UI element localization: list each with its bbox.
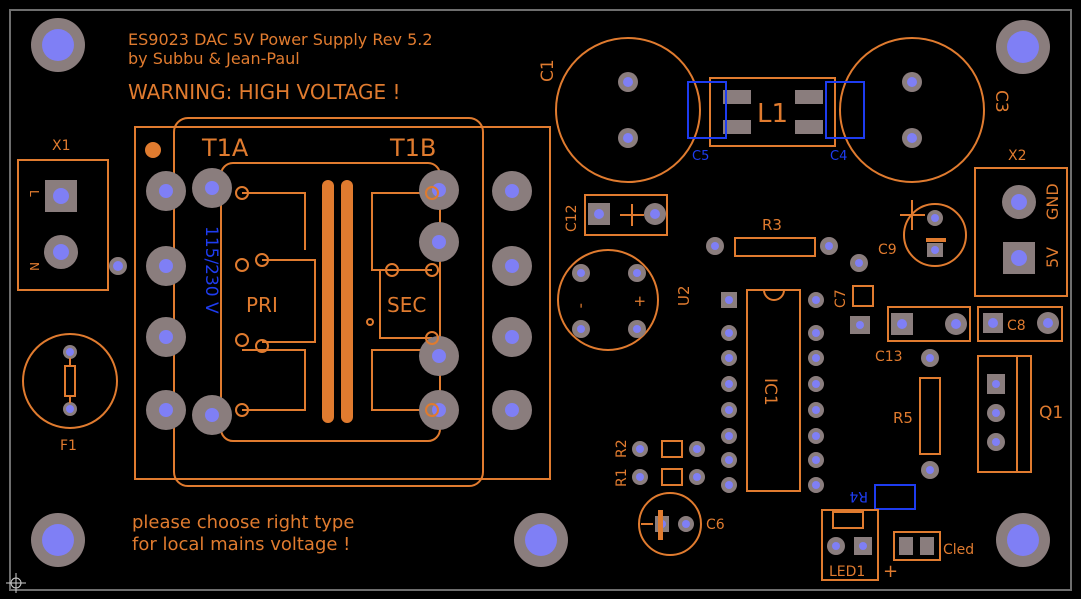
r2-label: R2 — [614, 439, 630, 458]
board-title-line2: by Subbu & Jean-Paul — [128, 49, 300, 68]
f1-label: F1 — [60, 438, 77, 454]
x2-5v-label: 5V — [1043, 247, 1062, 268]
board-title-line1: ES9023 DAC 5V Power Supply Rev 5.2 — [128, 30, 433, 49]
c1-capacitor — [555, 37, 701, 183]
u2-bridge — [557, 249, 659, 351]
x1-l-label: L — [27, 190, 41, 197]
c12-capacitor — [584, 194, 668, 236]
u2-label: U2 — [675, 285, 693, 306]
c12-label: C12 — [564, 204, 580, 232]
c7-capacitor — [850, 254, 874, 334]
t1b-label: T1B — [389, 134, 436, 162]
r5-label: R5 — [893, 409, 913, 427]
high-voltage-warning: WARNING: HIGH VOLTAGE ! — [128, 80, 400, 104]
led1 — [821, 509, 879, 581]
c9-capacitor — [900, 200, 967, 267]
pin1-dot — [145, 142, 161, 158]
c13-label: C13 — [875, 349, 903, 365]
mounting-holes — [31, 18, 1050, 567]
c8-label: C8 — [1007, 318, 1026, 334]
r3-resistor — [706, 237, 838, 257]
l1-label: L1 — [757, 99, 788, 129]
c8-capacitor — [977, 306, 1063, 342]
board-outline — [9, 9, 1072, 591]
r4-resistor — [874, 484, 916, 510]
origin-marker — [6, 573, 26, 593]
led1-plus-label: + — [883, 561, 898, 582]
c9-label: C9 — [878, 242, 897, 258]
c5-label: C5 — [692, 149, 709, 164]
led1-label: LED1 — [829, 564, 865, 580]
r5-resistor — [919, 349, 941, 479]
r3-label: R3 — [762, 216, 782, 234]
q1-transistor — [977, 355, 1032, 473]
u2-minus-label: - — [573, 303, 591, 308]
transformer-pads — [146, 168, 532, 435]
c6-capacitor — [638, 492, 702, 556]
c1-label: C1 — [538, 59, 558, 82]
x1-label: X1 — [52, 138, 71, 154]
x1-n-label: N — [27, 262, 41, 271]
transformer-core — [322, 180, 353, 423]
c3-capacitor — [839, 37, 985, 183]
mains-note-line1: please choose right type — [132, 512, 354, 533]
mains-note-line2: for local mains voltage ! — [132, 534, 350, 555]
x2-connector — [974, 167, 1068, 297]
r1-label: R1 — [614, 468, 630, 487]
ic1-chip — [721, 289, 824, 493]
r1-r2-resistors — [632, 440, 705, 486]
c3-label: C3 — [991, 90, 1011, 113]
r4-label: R4 — [849, 488, 868, 504]
t1a-label: T1A — [201, 134, 249, 162]
c13-capacitor — [887, 306, 971, 342]
x1-connector — [17, 159, 127, 291]
ic1-label: IC1 — [760, 378, 780, 406]
cled-label: Cled — [943, 542, 974, 558]
l1-inductor — [687, 77, 865, 147]
x2-gnd-label: GND — [1043, 183, 1062, 220]
c6-label: C6 — [706, 517, 725, 533]
cled-capacitor — [893, 531, 941, 561]
sec-label: SEC — [387, 293, 426, 317]
q1-label: Q1 — [1039, 403, 1063, 423]
transformer-t1 — [134, 117, 551, 487]
c7-label: C7 — [833, 289, 849, 308]
c4-label: C4 — [830, 149, 847, 164]
pri-label: PRI — [246, 293, 278, 317]
f1-fuse — [22, 333, 118, 429]
x2-label: X2 — [1008, 148, 1027, 164]
t1-voltage-label: 115/230 V — [201, 226, 221, 314]
u2-plus-label: + — [631, 295, 649, 308]
